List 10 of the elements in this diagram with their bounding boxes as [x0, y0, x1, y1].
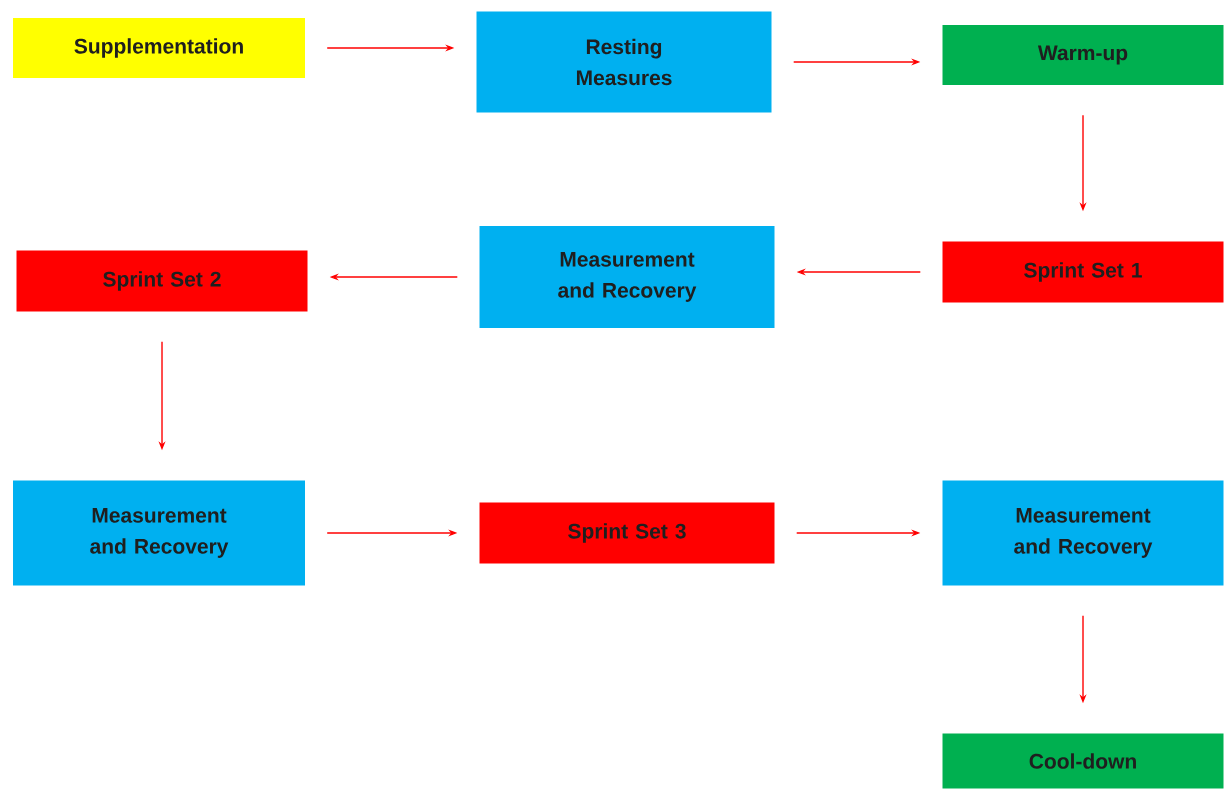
step-box: Sprint Set 3	[479, 502, 775, 564]
step-box: Sprint Set 1	[942, 241, 1224, 303]
step-box: Measurement and Recovery	[13, 480, 305, 586]
step-box: Measurement and Recovery	[479, 226, 775, 328]
step-box: Supplementation	[13, 18, 305, 78]
step-box: Measurement and Recovery	[942, 480, 1224, 586]
step-box: Sprint Set 2	[16, 250, 308, 312]
step-box: Resting Measures	[476, 11, 772, 113]
step-box: Warm-up	[942, 25, 1224, 85]
step-box: Cool-down	[942, 733, 1224, 789]
